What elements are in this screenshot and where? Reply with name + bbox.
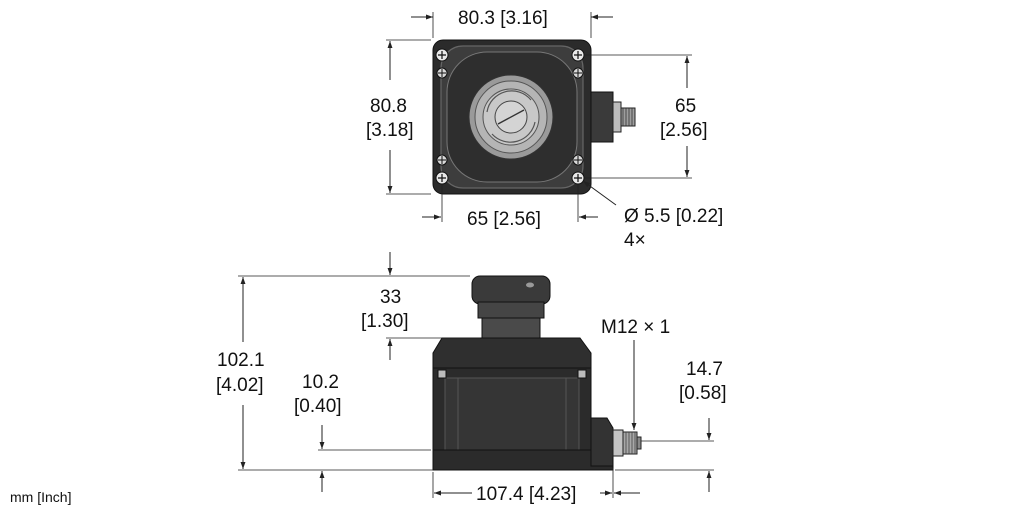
button-cap <box>471 275 551 305</box>
connector-height-label-2: [0.58] <box>679 383 727 404</box>
hole-count-label: 4× <box>624 230 646 251</box>
overall-length-label: 107.4 [4.23] <box>476 484 576 505</box>
base-offset-label-1: 10.2 <box>302 372 339 393</box>
units-note: mm [Inch] <box>10 489 71 505</box>
emergency-button-icon <box>468 74 554 160</box>
button-height-label-2: [1.30] <box>361 311 409 332</box>
hole-spacing-v-label-2: [2.56] <box>660 120 708 141</box>
mounting-hole-icon <box>571 48 585 79</box>
overall-height-label-1: 102.1 <box>217 350 265 371</box>
button-height-label-1: 33 <box>380 287 401 308</box>
base-offset-label-2: [0.40] <box>294 396 342 417</box>
connector-thread-label: M12 × 1 <box>601 317 670 338</box>
top-width-label: 80.3 [3.16] <box>458 8 548 29</box>
top-height-label-1: 80.8 <box>370 96 407 117</box>
hole-diameter-label: Ø 5.5 [0.22] <box>624 206 723 227</box>
side-view: 102.1 [4.02] 33 [1.30] 10.2 [0.40] M12 ×… <box>216 252 727 505</box>
connector-icon <box>590 91 636 143</box>
top-height-label-2: [3.18] <box>366 120 414 141</box>
hole-spacing-v-label-1: 65 <box>675 96 696 117</box>
mounting-hole-icon <box>435 48 449 79</box>
m12-connector-icon <box>590 417 642 467</box>
mounting-hole-icon <box>435 154 449 185</box>
mounting-hole-icon <box>571 154 585 185</box>
hole-spacing-h-label: 65 [2.56] <box>467 209 541 230</box>
top-view: 80.3 [3.16] 80.8 [3.18] 65 [2.56] 65 [2.… <box>366 8 723 251</box>
overall-height-label-2: [4.02] <box>216 375 264 396</box>
housing-base <box>432 449 614 471</box>
housing-collar <box>432 337 592 373</box>
connector-height-label-1: 14.7 <box>686 359 723 380</box>
